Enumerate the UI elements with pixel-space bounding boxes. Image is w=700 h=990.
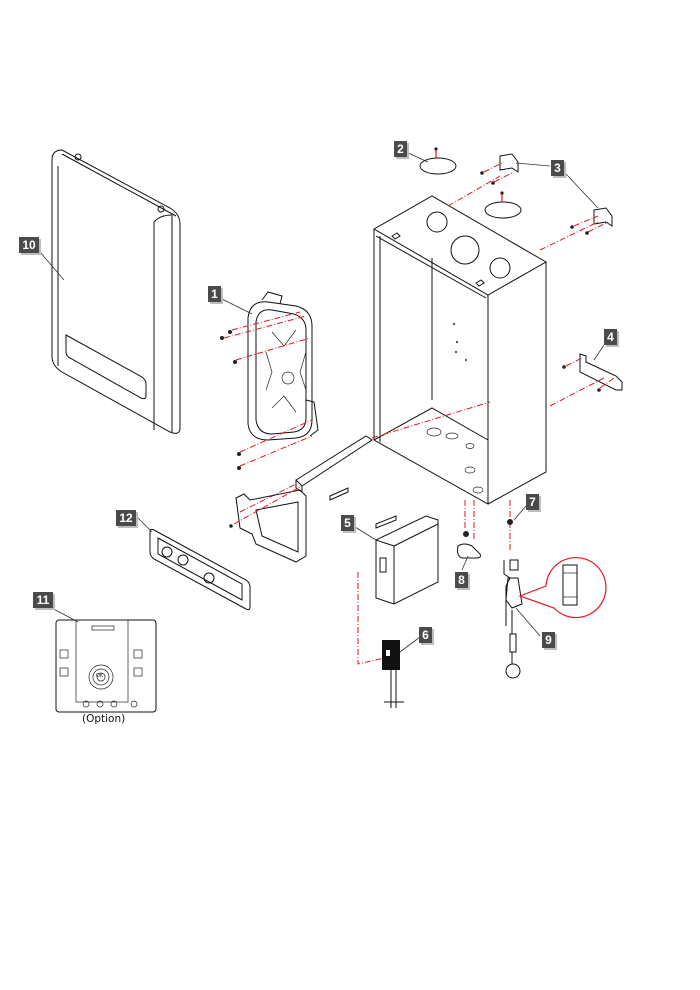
callout-6: 6 bbox=[419, 627, 432, 643]
top-mounting-bracket bbox=[447, 153, 613, 251]
mounting-rail bbox=[239, 401, 491, 513]
callout-10: 10 bbox=[19, 237, 39, 253]
callout-7: 7 bbox=[526, 494, 539, 510]
callout-2: 2 bbox=[394, 141, 407, 157]
connector-harness bbox=[382, 640, 404, 708]
callout-3: 3 bbox=[551, 160, 564, 176]
flue-ring bbox=[419, 147, 522, 219]
expansion-vessel bbox=[220, 291, 319, 470]
grommet-and-gland bbox=[457, 500, 513, 559]
side-mounting-bracket bbox=[549, 353, 623, 407]
callout-9: 9 bbox=[542, 632, 555, 648]
callout-4: 4 bbox=[604, 329, 617, 345]
boiler-casing bbox=[372, 195, 548, 505]
leader-lines bbox=[39, 152, 605, 653]
callout-11: 11 bbox=[33, 592, 53, 608]
callout-1: 1 bbox=[208, 286, 221, 302]
option-label: (Option) bbox=[82, 713, 126, 725]
remote-control-panel bbox=[55, 619, 157, 713]
remote-ok-button-label: OK bbox=[96, 673, 104, 679]
control-box bbox=[357, 515, 439, 665]
control-panel-frame bbox=[149, 528, 251, 611]
control-bracket bbox=[229, 485, 307, 563]
callout-12: 12 bbox=[116, 510, 136, 526]
front-cover bbox=[51, 149, 181, 434]
callout-8: 8 bbox=[455, 572, 468, 588]
callout-5: 5 bbox=[341, 515, 354, 531]
power-cord-with-fuse bbox=[503, 556, 607, 679]
